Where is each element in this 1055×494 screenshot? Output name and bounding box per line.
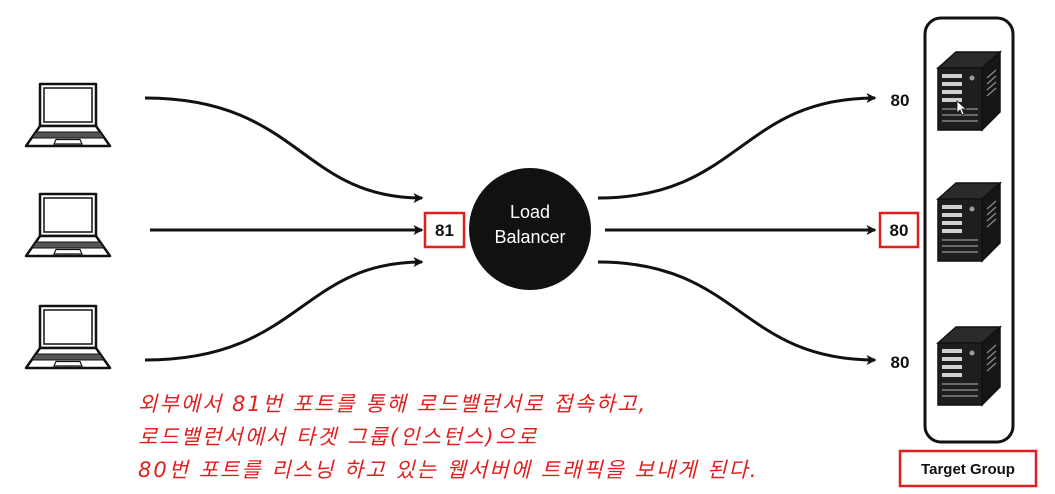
target-group-label: Target Group <box>921 461 1015 478</box>
annotation-line: 외부에서 81번 포트를 통해 로드밸런서로 접속하고, <box>138 392 648 416</box>
target-group-container <box>923 16 1015 444</box>
laptop-icon <box>24 192 112 258</box>
server-tower-icon <box>937 326 1001 406</box>
laptop-icon <box>24 82 112 148</box>
server-tower-icon <box>937 182 1001 262</box>
annotation-line: 로드밸런서에서 타겟 그룹(인스턴스)으로 <box>138 425 539 449</box>
cursor-icon <box>956 100 968 116</box>
target-port-label: 80 <box>891 91 910 110</box>
laptop-icon <box>24 304 112 370</box>
target-port-highlight <box>878 211 920 249</box>
annotation-line: 80번 포트를 리스닝 하고 있는 웹서버에 트래픽을 보내게 된다. <box>138 458 759 482</box>
target-port-label: 80 <box>891 353 910 372</box>
target-group-highlight <box>898 449 1038 488</box>
server-tower-icon <box>937 51 1001 131</box>
load-balancer-label-line2: Balancer <box>494 227 565 247</box>
load-balancer-node <box>469 168 591 290</box>
target-port-label: 80 <box>890 221 909 240</box>
client-arrow <box>144 257 424 362</box>
listener-port-label: 81 <box>435 221 454 240</box>
target-arrow <box>597 93 877 200</box>
load-balancer-label-line1: Load <box>510 202 550 222</box>
target-arrow <box>597 260 877 365</box>
listener-port-highlight <box>423 211 466 249</box>
client-arrow <box>144 96 424 203</box>
